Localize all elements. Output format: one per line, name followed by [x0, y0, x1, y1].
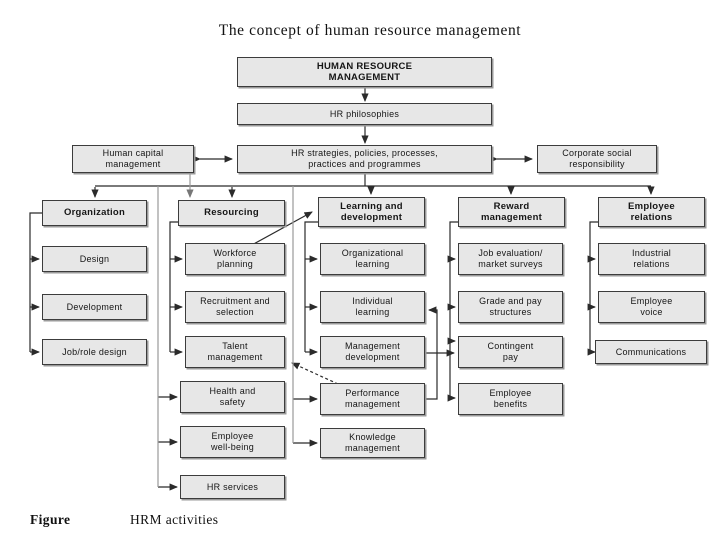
node-label: HR services	[206, 481, 259, 492]
organization-spine	[29, 212, 42, 352]
diagram-title: The concept of human resource management	[218, 22, 522, 39]
figure-caption-label: Figure	[30, 512, 71, 527]
node-label: Employee well-being	[210, 431, 255, 452]
node-recruitment-and-selection: Recruitment and selection	[185, 291, 285, 323]
node-communications: Communications	[595, 340, 707, 364]
node-grade-and-pay-structures: Grade and pay structures	[458, 291, 563, 323]
node-label: Employee benefits	[489, 388, 532, 409]
node-employee-voice: Employee voice	[598, 291, 705, 323]
arrow-performance-to-individual-learning	[425, 306, 438, 400]
reward-spine	[449, 221, 458, 398]
node-label: Workforce planning	[213, 248, 257, 269]
node-workforce-planning: Workforce planning	[185, 243, 285, 275]
node-human-resource-management: HUMAN RESOURCE MANAGEMENT	[237, 57, 492, 87]
node-label: Contingent pay	[487, 341, 534, 362]
node-label: Organizational learning	[341, 248, 404, 269]
node-design: Design	[42, 246, 147, 272]
node-organization: Organization	[42, 200, 147, 226]
node-label: Human capital management	[102, 148, 164, 169]
arrow-workforce-to-learning	[249, 211, 313, 247]
node-label: Job/role design	[62, 346, 127, 357]
node-knowledge-management: Knowledge management	[320, 428, 425, 458]
node-individual-learning: Individual learning	[320, 291, 425, 323]
employee-relations-spine	[589, 221, 598, 352]
node-label: Organization	[63, 207, 126, 219]
node-employee-benefits: Employee benefits	[458, 383, 563, 415]
node-label: HR philosophies	[329, 108, 400, 119]
node-job-evaluation-market-surveys: Job evaluation/ market surveys	[458, 243, 563, 275]
node-label: Industrial relations	[631, 248, 672, 269]
node-reward-management: Reward management	[458, 197, 565, 227]
node-label: Talent management	[207, 341, 263, 362]
node-contingent-pay: Contingent pay	[458, 336, 563, 368]
node-label: Individual learning	[352, 296, 393, 317]
node-hr-services: HR services	[180, 475, 285, 499]
node-resourcing: Resourcing	[178, 200, 285, 226]
node-hr-philosophies: HR philosophies	[237, 103, 492, 125]
node-corporate-social-responsibility: Corporate social responsibility	[537, 145, 657, 173]
node-label: Knowledge management	[344, 432, 401, 453]
node-label: Resourcing	[204, 207, 259, 219]
node-management-development: Management development	[320, 336, 425, 368]
node-label: Learning and development	[340, 200, 403, 223]
node-performance-management: Performance management	[320, 383, 425, 415]
node-employee-relations: Employee relations	[598, 197, 705, 227]
node-learning-and-development: Learning and development	[318, 197, 425, 227]
light-connectors	[157, 173, 294, 487]
node-label: HR strategies, policies, processes, prac…	[291, 148, 438, 169]
node-label: Health and safety	[209, 386, 256, 407]
dashed-arrow-performance-to-talent	[291, 362, 339, 385]
node-label: Development	[66, 301, 123, 312]
figure-caption: Figure HRM activities	[30, 512, 430, 528]
node-hr-strategies: HR strategies, policies, processes, prac…	[237, 145, 492, 173]
learning-spine	[304, 221, 318, 352]
figure-caption-text: HRM activities	[130, 512, 219, 527]
node-organizational-learning: Organizational learning	[320, 243, 425, 275]
node-label: HUMAN RESOURCE MANAGEMENT	[316, 60, 413, 83]
node-label: Employee voice	[630, 296, 673, 317]
node-label: Management development	[344, 341, 401, 362]
node-label: Job evaluation/ market surveys	[478, 248, 543, 269]
node-label: Design	[79, 253, 110, 264]
node-health-and-safety: Health and safety	[180, 381, 285, 413]
node-development: Development	[42, 294, 147, 320]
node-human-capital-management: Human capital management	[72, 145, 194, 173]
node-label: Recruitment and selection	[200, 296, 270, 317]
node-label: Communications	[615, 346, 687, 357]
node-label: Corporate social responsibility	[562, 148, 632, 169]
node-label: Performance management	[344, 388, 401, 409]
main-connectors	[29, 87, 655, 491]
resourcing-spine	[169, 221, 178, 352]
node-label: Grade and pay structures	[479, 296, 542, 317]
node-talent-management: Talent management	[185, 336, 285, 368]
node-job-role-design: Job/role design	[42, 339, 147, 365]
node-industrial-relations: Industrial relations	[598, 243, 705, 275]
node-label: Reward management	[480, 200, 543, 223]
node-employee-well-being: Employee well-being	[180, 426, 285, 458]
node-label: Employee relations	[628, 200, 675, 223]
